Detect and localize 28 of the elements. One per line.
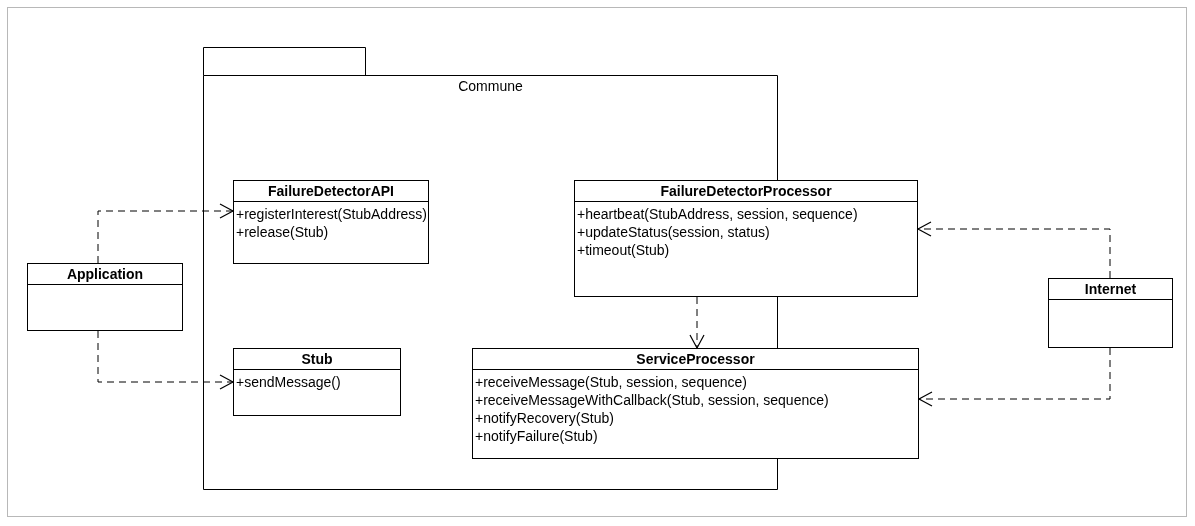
dependency-arrow [97,330,234,390]
dependency-arrow [917,221,1111,279]
method-signature: +updateStatus(session, status) [577,223,770,241]
class-name: Internet [1084,281,1137,297]
method-signature: +sendMessage() [236,373,341,391]
dependency-arrow [97,203,234,264]
class-box [27,263,183,331]
class-box [472,348,919,459]
class-name: Stub [301,351,333,367]
class-box [1048,278,1173,348]
method-signature: +receiveMessage(Stub, session, sequence) [475,373,747,391]
class-name: ServiceProcessor [636,351,755,367]
class-name: FailureDetectorProcessor [660,183,832,199]
package-name: Commune [458,78,523,94]
class-box [233,180,429,264]
class-name: Application [66,266,144,282]
class-name: FailureDetectorAPI [267,183,394,199]
method-signature: +notifyRecovery(Stub) [475,409,614,427]
class-box [574,180,918,297]
class-box [233,348,401,416]
method-signature: +receiveMessageWithCallback(Stub, session, sequence) [475,391,829,409]
method-signature: +heartbeat(StubAddress, session, sequence) [577,205,858,223]
method-signature: +timeout(Stub) [577,241,670,259]
method-signature: +release(Stub) [236,223,329,241]
method-signature: +notifyFailure(Stub) [475,427,598,445]
dependency-arrow [689,296,705,349]
dependency-arrow [918,347,1111,407]
method-signature: +registerInterest(StubAddress) [236,205,428,223]
